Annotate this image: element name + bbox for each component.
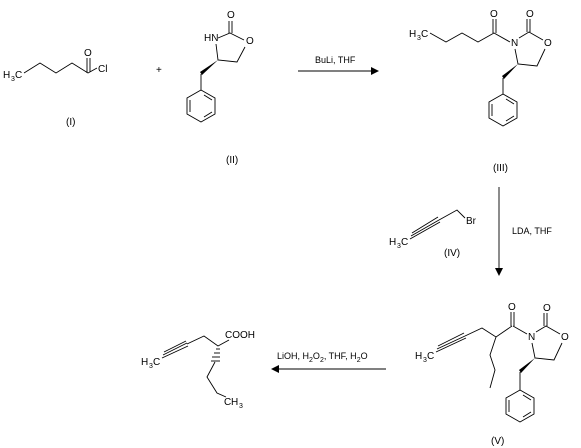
atom-o: O bbox=[561, 332, 569, 343]
atom-subscript-3: 3 bbox=[149, 363, 153, 370]
compound-i-structure: H 3 C O Cl bbox=[3, 48, 107, 83]
atom-br: Br bbox=[466, 216, 477, 227]
atom-subscript-3: 3 bbox=[239, 403, 243, 410]
atom-c: C bbox=[427, 351, 434, 362]
atom-subscript-3: 3 bbox=[397, 243, 401, 250]
reagents-step-2: LDA, THF bbox=[512, 226, 552, 236]
atom-o: O bbox=[490, 9, 498, 20]
atom-o: O bbox=[526, 9, 534, 20]
compound-iv-structure: H 3 C Br bbox=[389, 209, 477, 250]
atom-h: H bbox=[415, 351, 422, 362]
atom-o: O bbox=[246, 36, 254, 47]
compound-label-iii: (III) bbox=[493, 163, 508, 174]
atom-c: C bbox=[421, 29, 428, 40]
atom-o: O bbox=[227, 10, 235, 21]
atom-subscript-3: 3 bbox=[423, 357, 427, 364]
compound-v-structure: H 3 C O N O O bbox=[415, 302, 569, 423]
compound-label-v: (V) bbox=[491, 436, 504, 447]
atom-o: O bbox=[508, 302, 516, 313]
atom-c: C bbox=[224, 397, 231, 408]
reagents-step-3: LiOH, H2O2, THF, H2O bbox=[277, 351, 368, 364]
atom-h: H bbox=[141, 357, 148, 368]
atom-h: H bbox=[3, 70, 10, 81]
compound-label-ii: (II) bbox=[226, 155, 238, 166]
compound-label-iv: (IV) bbox=[444, 248, 460, 259]
atom-hn: HN bbox=[204, 33, 218, 44]
atom-cooh: COOH bbox=[225, 330, 255, 341]
atom-o: O bbox=[543, 303, 551, 314]
plus-sign: + bbox=[156, 65, 162, 76]
atom-h: H bbox=[409, 29, 416, 40]
atom-h: H bbox=[389, 237, 396, 248]
atom-subscript-3: 3 bbox=[417, 35, 421, 42]
atom-c: C bbox=[15, 70, 22, 81]
atom-subscript-3: 3 bbox=[11, 76, 15, 83]
final-product-structure: H 3 C COOH C H 3 bbox=[141, 330, 255, 410]
atom-n: N bbox=[528, 332, 535, 343]
atom-o: O bbox=[544, 38, 552, 49]
compound-ii-structure: O HN O bbox=[186, 10, 254, 123]
reagents-step-1: BuLi, THF bbox=[315, 55, 356, 65]
atom-n: N bbox=[511, 38, 518, 49]
compound-iii-structure: H 3 C O N O O bbox=[409, 9, 552, 127]
atom-cl: Cl bbox=[98, 64, 107, 75]
atom-o: O bbox=[84, 48, 92, 59]
atom-c: C bbox=[153, 357, 160, 368]
atom-h: H bbox=[231, 397, 238, 408]
atom-c: C bbox=[401, 237, 408, 248]
compound-label-i: (I) bbox=[66, 117, 75, 128]
